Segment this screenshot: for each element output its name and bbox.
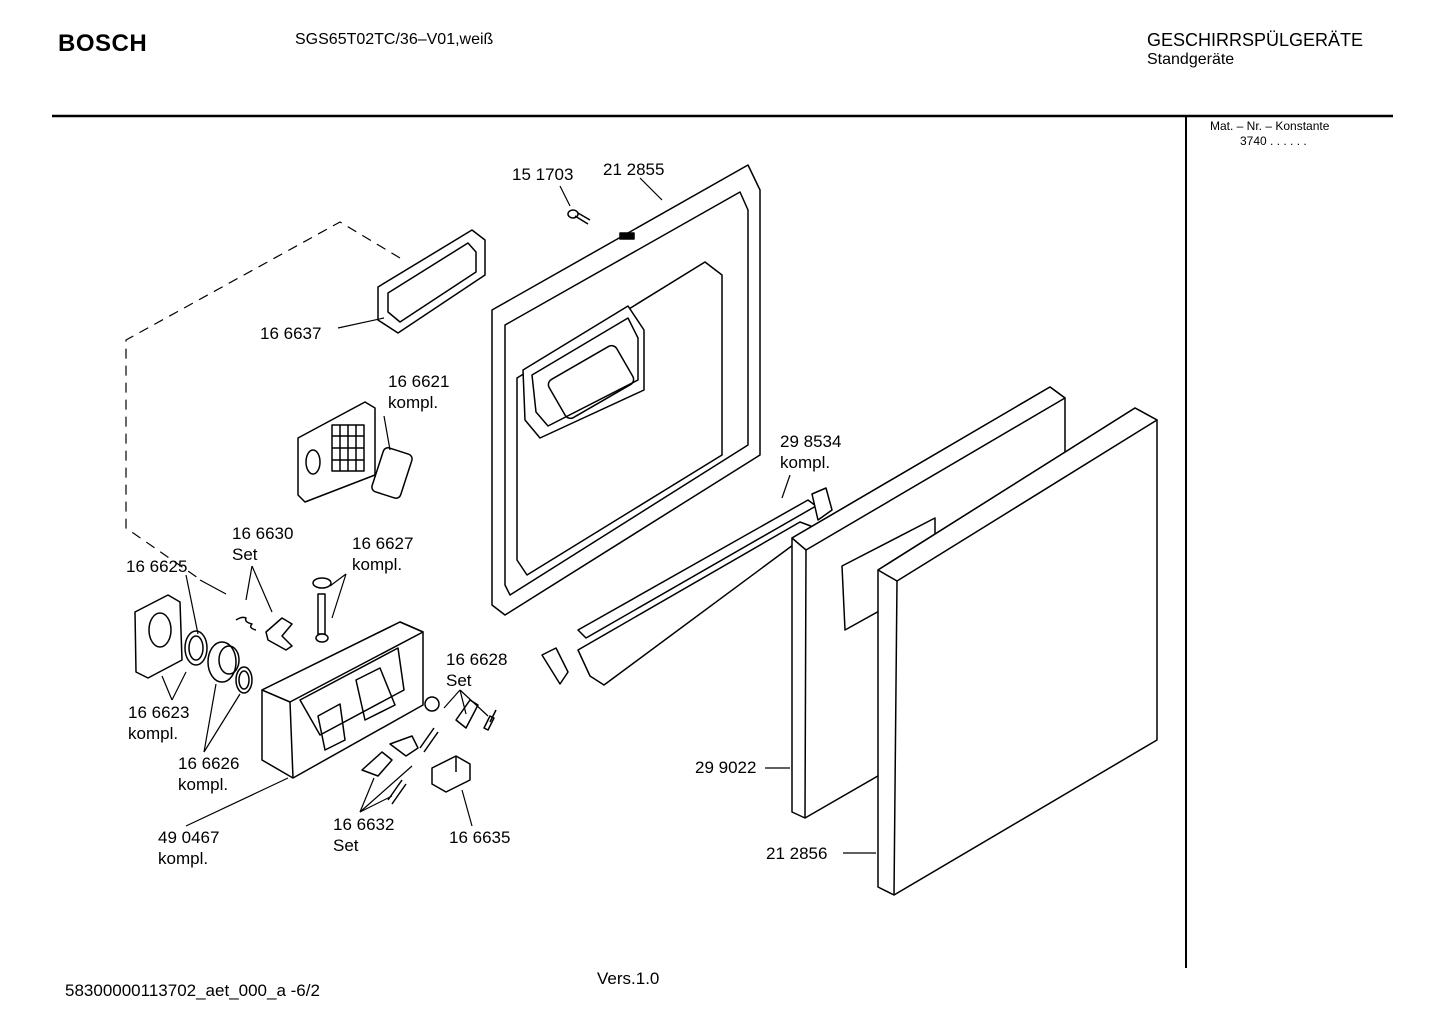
part-label-212855: 21 2855 [603, 160, 665, 179]
screw-part [567, 209, 591, 225]
mat-number-value: 3740 . . . . . . [1240, 134, 1307, 148]
dispenser-housing-part [261, 621, 424, 779]
hinge-rail-part [541, 487, 833, 686]
part-label-166637: 16 6637 [260, 324, 322, 343]
assembly-outline-dashed [125, 221, 401, 579]
part-label-166625: 16 6625 [126, 557, 188, 576]
subcategory-title: Standgeräte [1147, 51, 1235, 68]
plunger-part [312, 577, 332, 643]
latch-set-part [424, 696, 497, 731]
brand-logo: BOSCH [58, 30, 148, 57]
model-number: SGS65T02TC/36–V01,weiß [295, 31, 494, 48]
part-label-151703: 15 1703 [512, 165, 574, 184]
filter-part [297, 401, 413, 503]
mat-number-label: Mat. – Nr. – Konstante [1210, 119, 1330, 133]
version-label: Vers.1.0 [597, 969, 660, 988]
part-label-299022: 29 9022 [695, 758, 757, 777]
inner-door-panel [491, 164, 761, 616]
dispenser-lid-part [134, 594, 253, 694]
category-title: GESCHIRRSPÜLGERÄTE [1147, 30, 1364, 50]
outer-door-panel-front [877, 407, 1158, 896]
switch-part [431, 755, 471, 793]
part-label-166635: 16 6635 [449, 828, 511, 847]
catch-set-part [361, 727, 439, 805]
lever-spring-part [235, 616, 293, 651]
leader-lines [161, 177, 876, 854]
frame-seal-part [377, 229, 486, 334]
part-label-212856: 21 2856 [766, 844, 828, 863]
document-number: 58300000113702_aet_000_a -6/2 [65, 981, 320, 1000]
